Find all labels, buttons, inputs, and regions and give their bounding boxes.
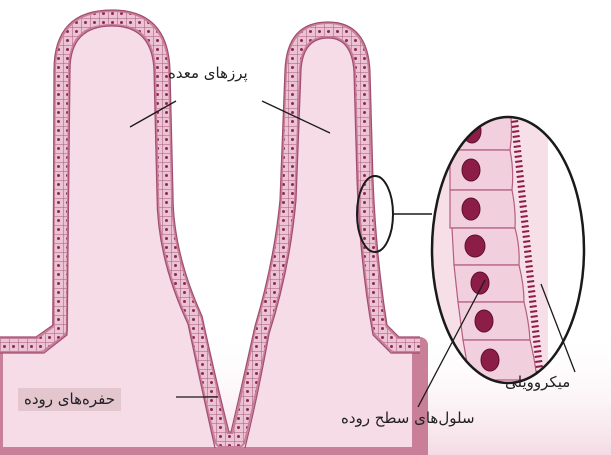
label-intestinal-crypts: حفره‌های روده	[18, 388, 121, 411]
label-gastric-villi: پرزهای معده	[168, 66, 248, 81]
label-microvilli: میکروویلی	[505, 375, 570, 390]
label-surface-cells: سلول‌های سطح روده	[341, 411, 475, 426]
